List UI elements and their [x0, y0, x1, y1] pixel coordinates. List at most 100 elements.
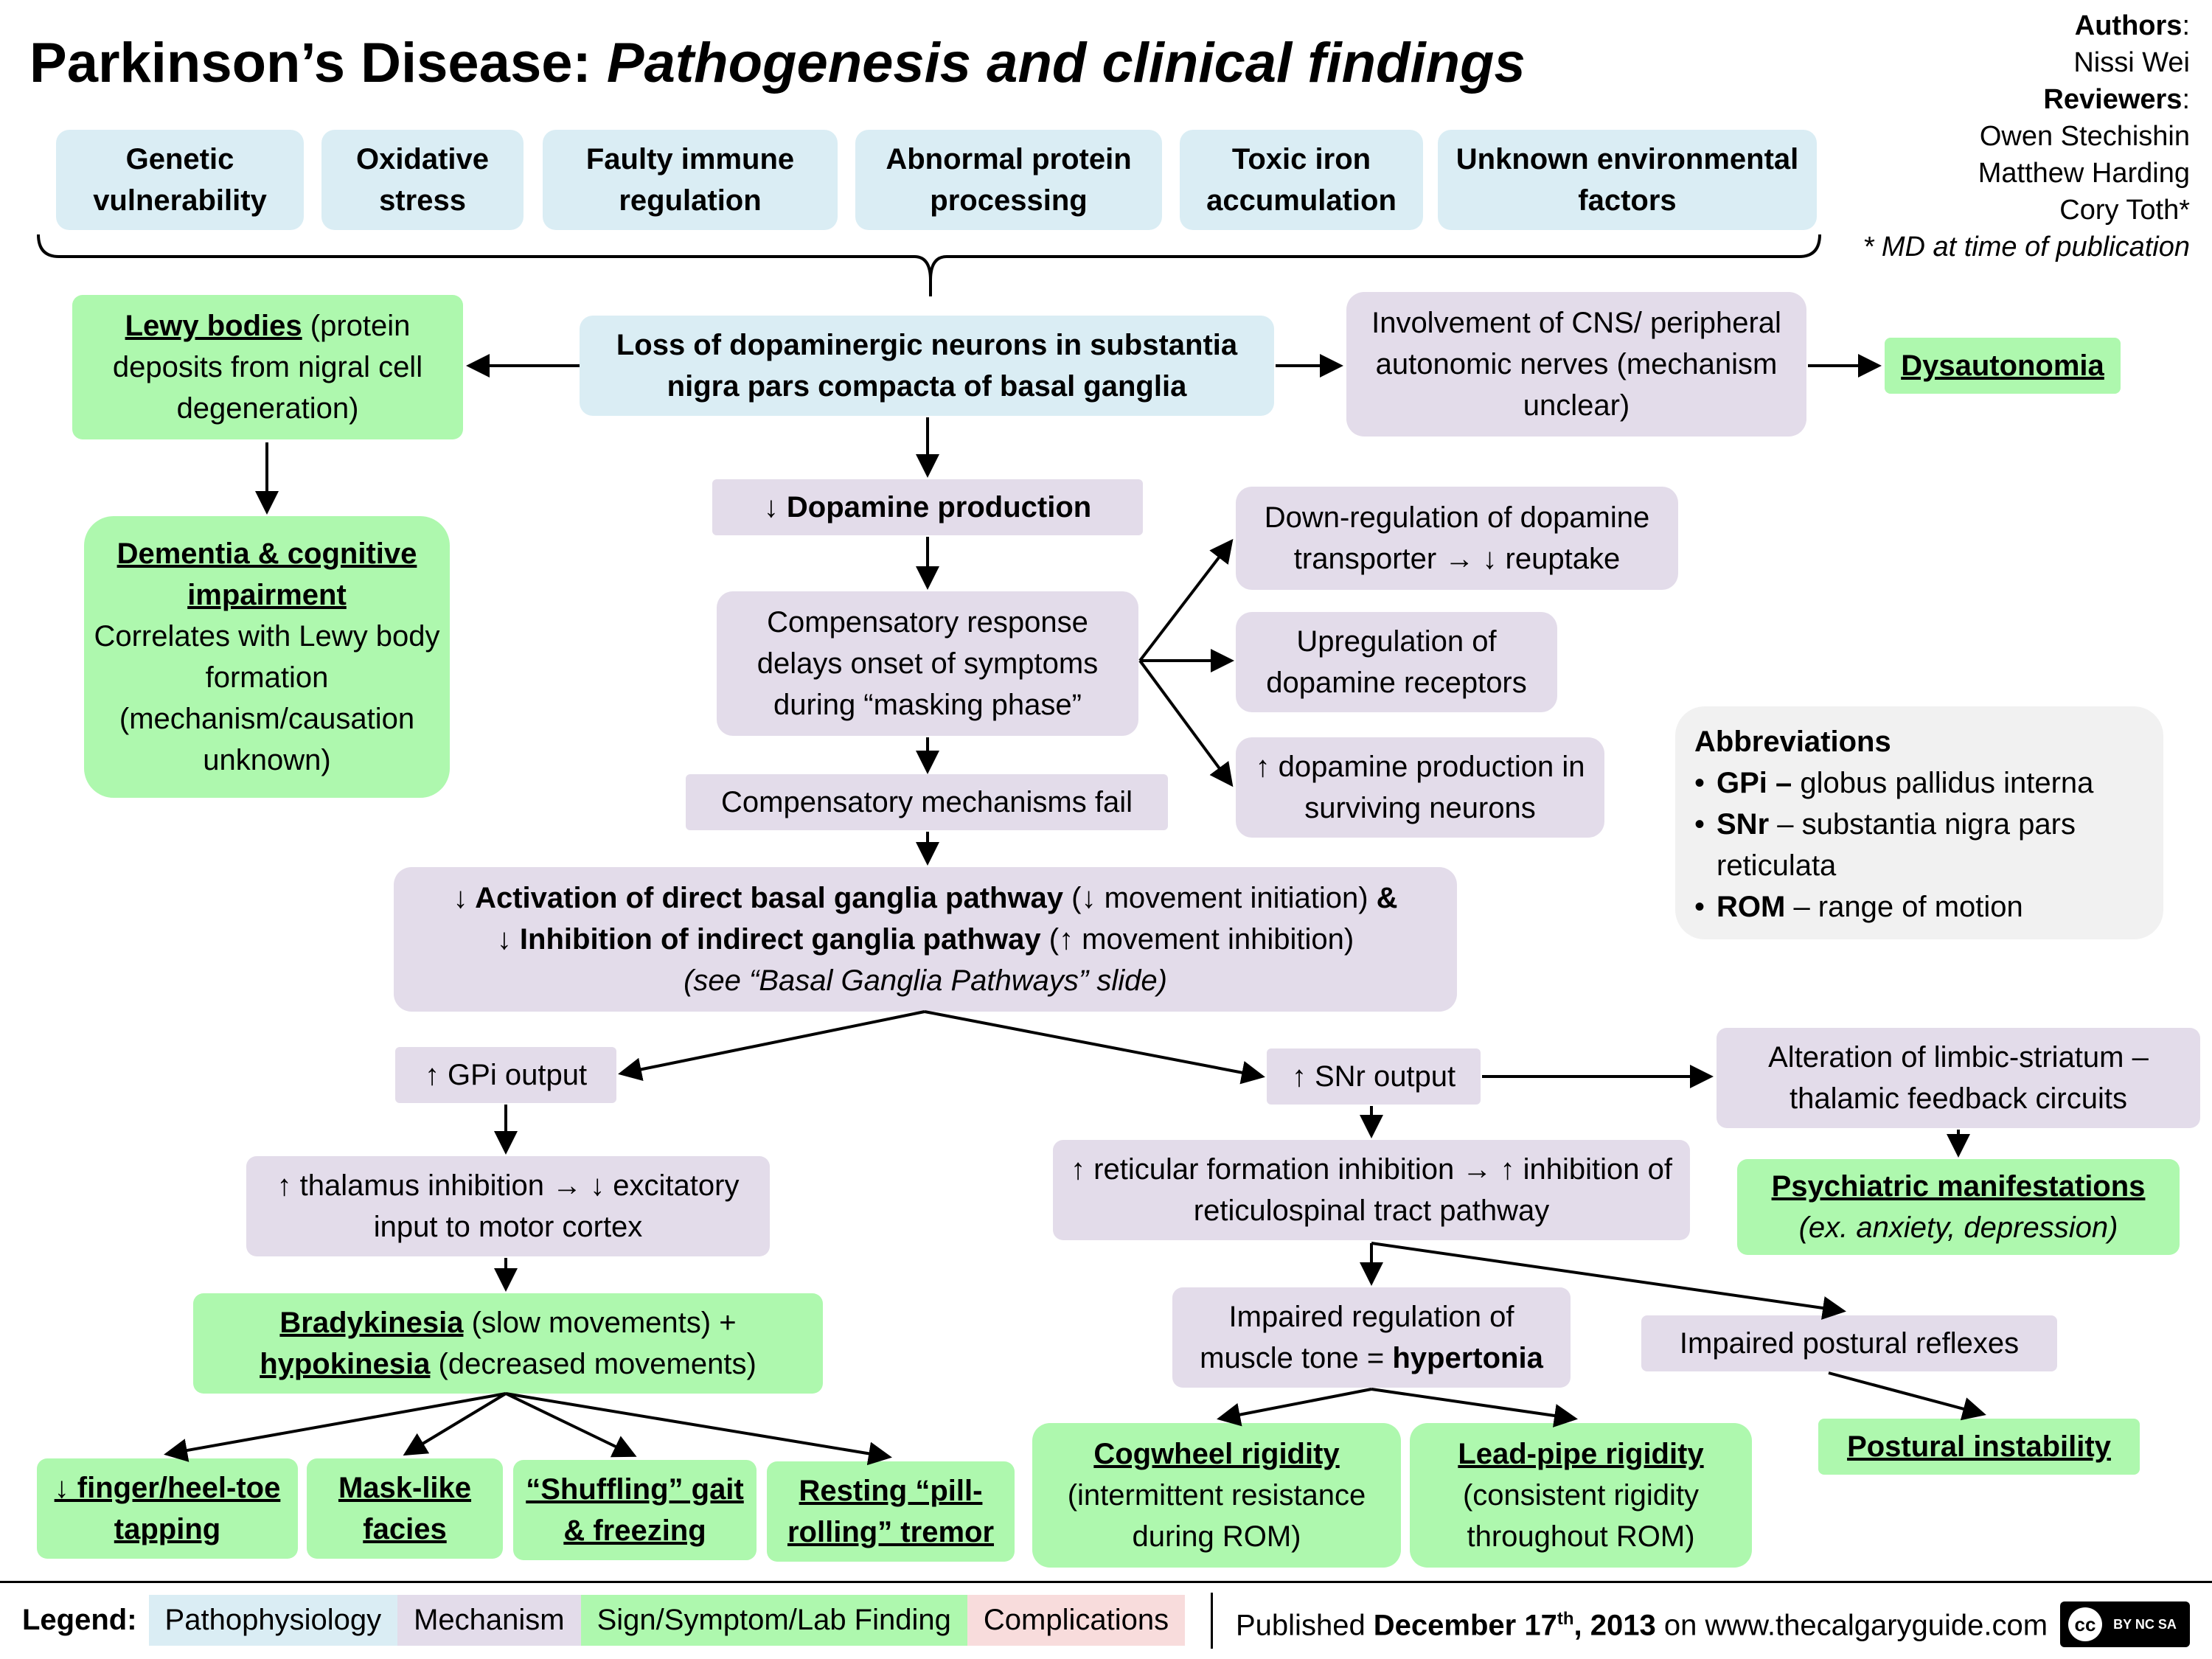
dementia-desc: Correlates with Lewy body formation (mec… [94, 620, 440, 776]
published-info: Published December 17th, 2013 on www.the… [1236, 1609, 2048, 1642]
node-compensatory: Compensatory response delays onset of sy… [717, 591, 1138, 736]
reviewer-name: Owen Stechishin [1979, 121, 2190, 152]
legend-sign-symptom: Sign/Symptom/Lab Finding [580, 1594, 967, 1646]
mask-facies-label: Mask-like facies [338, 1472, 472, 1545]
abbreviations-panel: Abbreviations •GPi – globus pallidus int… [1675, 706, 2163, 939]
cogwheel-title: Cogwheel rigidity [1093, 1438, 1340, 1470]
bradykinesia-title: Bradykinesia [279, 1307, 464, 1339]
node-gpi-output: ↑ GPi output [395, 1047, 616, 1103]
cause-genetic: Genetic vulnerability [56, 130, 304, 230]
authors-label: Authors [2074, 10, 2183, 41]
legend: Legend: Pathophysiology Mechanism Sign/S… [22, 1590, 1186, 1650]
title-main: Parkinson’s Disease: [29, 32, 607, 94]
hypertonia-label: hypertonia [1392, 1342, 1543, 1374]
indirect-pathway-effect: (↑ movement inhibition) [1040, 923, 1354, 956]
node-hypertonia: Impaired regulation of muscle tone = hyp… [1172, 1287, 1571, 1388]
arrow-comp-downreg [1138, 538, 1234, 662]
node-cns-involvement: Involvement of CNS/ peripheral autonomic… [1346, 292, 1806, 437]
arrow-brady-shuffling [505, 1392, 637, 1458]
arrow-activation-gpi [618, 1010, 925, 1082]
node-psychiatric: Psychiatric manifestations (ex. anxiety,… [1737, 1159, 2180, 1255]
arrow-brady-tremor [505, 1392, 892, 1466]
node-leadpipe-rigidity: Lead-pipe rigidity (consistent rigidity … [1410, 1423, 1752, 1568]
node-basal-ganglia-pathways: ↓ Activation of direct basal ganglia pat… [394, 867, 1457, 1012]
direct-pathway: ↓ Activation of direct basal ganglia pat… [453, 882, 1064, 914]
abbreviation-item: •GPi – globus pallidus interna [1694, 767, 2094, 799]
node-bradykinesia: Bradykinesia (slow movements) + hypokine… [193, 1293, 823, 1394]
arrow-activation-snr [924, 1010, 1265, 1085]
lewy-desc: (protein deposits from nigral cell degen… [112, 310, 423, 425]
node-dementia: Dementia & cognitive impairment Correlat… [84, 516, 450, 798]
node-snr-output: ↑ SNr output [1267, 1048, 1481, 1105]
resting-tremor-label: Resting “pill-rolling” tremor [787, 1475, 995, 1548]
node-mask-facies: Mask-like facies [307, 1458, 503, 1559]
causes-brace [37, 234, 1821, 296]
direct-pathway-effect: (↓ movement initiation) [1063, 882, 1377, 914]
cc-license-icon: cc BY NC SA [2060, 1601, 2190, 1647]
postural-instability-label: Postural instability [1847, 1430, 2111, 1463]
node-thalamus-inhibition: ↑ thalamus inhibition → ↓ excitatory inp… [246, 1156, 770, 1256]
footnote: * MD at time of publication [1863, 232, 2190, 262]
ampersand: & [1376, 882, 1398, 914]
footer-divider [0, 1581, 2212, 1583]
node-dopamine-surviving: ↑ dopamine production in surviving neuro… [1236, 737, 1604, 838]
indirect-pathway: ↓ Inhibition of indirect ganglia pathway [496, 923, 1041, 956]
legend-label: Legend: [22, 1603, 137, 1636]
arrow-brady-mask [403, 1392, 507, 1456]
cause-immune: Faulty immune regulation [543, 130, 838, 230]
abbreviation-item: •ROM – range of motion [1694, 891, 2023, 923]
title-sub: Pathogenesis and clinical findings [606, 32, 1526, 94]
lewy-title: Lewy bodies [125, 310, 302, 342]
arrow-brady-tapping [164, 1392, 507, 1462]
arrow-reticular-postural [1371, 1242, 1846, 1320]
footer-separator [1211, 1593, 1213, 1649]
legend-complications: Complications [967, 1594, 1186, 1646]
node-dysautonomia: Dysautonomia [1885, 338, 2121, 394]
psychiatric-title: Psychiatric manifestations [1771, 1170, 2146, 1203]
node-loss-dopaminergic: Loss of dopaminergic neurons in substant… [580, 316, 1274, 416]
node-finger-tapping: ↓ finger/heel-toe tapping [37, 1458, 298, 1559]
node-postural-reflexes: Impaired postural reflexes [1641, 1315, 2057, 1371]
leadpipe-title: Lead-pipe rigidity [1458, 1438, 1704, 1470]
license-text: BY NC SA [2113, 1617, 2177, 1632]
shuffling-gait-label: “Shuffling” gait & freezing [526, 1473, 744, 1547]
cause-environmental: Unknown environmental factors [1438, 130, 1817, 230]
node-compensation-fails: Compensatory mechanisms fail [686, 774, 1168, 830]
website: on www.thecalgaryguide.com [1655, 1609, 2048, 1642]
node-postural-instability: Postural instability [1818, 1419, 2140, 1475]
node-shuffling-gait: “Shuffling” gait & freezing [513, 1460, 757, 1560]
node-reticular-inhibition: ↑ reticular formation inhibition → ↑ inh… [1053, 1140, 1690, 1240]
node-cogwheel-rigidity: Cogwheel rigidity (intermittent resistan… [1032, 1423, 1401, 1568]
abbreviations-title: Abbreviations [1694, 726, 1891, 758]
node-upregulation: Upregulation of dopamine receptors [1236, 612, 1557, 712]
legend-pathophysiology: Pathophysiology [148, 1594, 398, 1646]
legend-mechanism: Mechanism [397, 1594, 581, 1646]
reviewers-label: Reviewers [2043, 84, 2183, 115]
node-lewy-bodies: Lewy bodies (protein deposits from nigra… [72, 295, 463, 439]
cause-protein: Abnormal protein processing [855, 130, 1162, 230]
dementia-title: Dementia & cognitive impairment [116, 538, 417, 611]
dysautonomia-label: Dysautonomia [1901, 349, 2104, 382]
reviewer-name: Cory Toth* [2059, 195, 2190, 226]
arrow-hypertonia-cogwheel [1217, 1388, 1372, 1427]
arrow-hypertonia-leadpipe [1371, 1388, 1578, 1427]
leadpipe-desc: (consistent rigidity throughout ROM) [1462, 1479, 1700, 1553]
cause-iron: Toxic iron accumulation [1180, 130, 1423, 230]
reviewer-name: Matthew Harding [1978, 158, 2190, 189]
arrow-postural-instability [1828, 1371, 1986, 1421]
abbreviation-item: •SNr – substantia nigra pars reticulata [1694, 808, 2076, 882]
finger-tapping-label: ↓ finger/heel-toe tapping [54, 1472, 281, 1545]
psychiatric-examples: (ex. anxiety, depression) [1798, 1211, 2118, 1244]
node-limbic-circuits: Alteration of limbic-striatum – thalamic… [1717, 1028, 2200, 1128]
node-downregulation: Down-regulation of dopamine transporter … [1236, 487, 1678, 590]
page-title: Parkinson’s Disease: Pathogenesis and cl… [29, 28, 1526, 99]
cogwheel-desc: (intermittent resistance during ROM) [1067, 1479, 1366, 1553]
cause-oxidative: Oxidative stress [321, 130, 524, 230]
credits: Authors: Nissi Wei Reviewers: Owen Stech… [1747, 7, 2190, 265]
author-name: Nissi Wei [2073, 47, 2190, 78]
node-dopamine-down: ↓ Dopamine production [712, 479, 1143, 535]
node-resting-tremor: Resting “pill-rolling” tremor [767, 1461, 1015, 1562]
pathway-reference: (see “Basal Ganglia Pathways” slide) [684, 964, 1167, 997]
published-date: December 17 [1373, 1609, 1557, 1642]
